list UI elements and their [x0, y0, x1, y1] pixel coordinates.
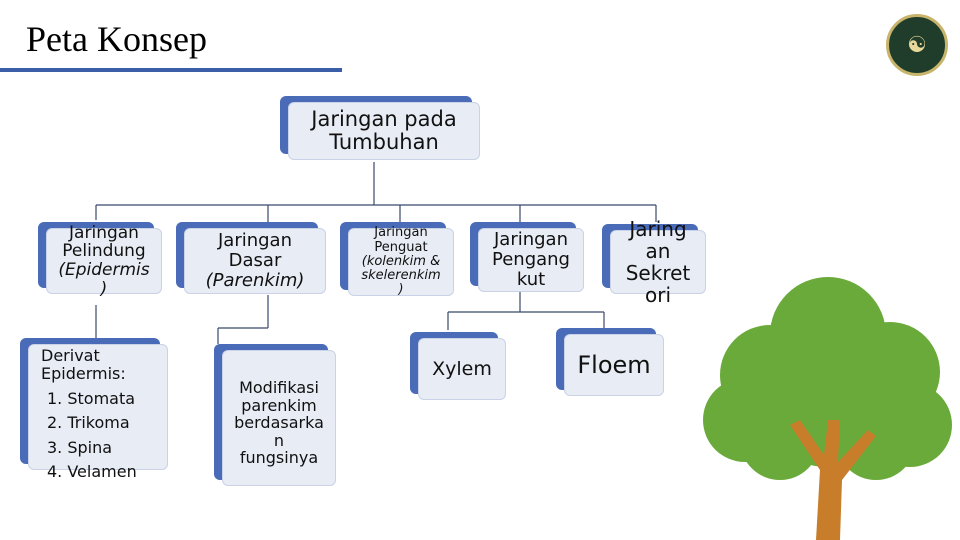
node-jaringan-pelindung: Jaringan Pelindung (Epidermis ) [46, 223, 162, 298]
derivat-item: 1. Stomata [47, 388, 136, 408]
derivat-item: 3. Spina [47, 437, 113, 457]
derivat-item: 4. Velamen [47, 461, 137, 481]
penguat-sublabel: (kolenkim & skelerenkim ) [361, 253, 441, 298]
title-underline [0, 68, 342, 72]
sekretori-label: Jaring an Sekret ori [625, 217, 691, 307]
penguat-label: Jaringan Penguat [374, 225, 428, 255]
pengangkut-label: Jaringan Pengang kut [492, 229, 570, 290]
node-jaringan-sekretori: Jaring an Sekret ori [610, 218, 706, 306]
institution-logo-icon: ☯ [886, 14, 948, 76]
node-jaringan-dasar: Jaringan Dasar (Parenkim) [184, 228, 326, 294]
node-modifikasi-parenkim: Modifikasi parenkim berdasarka n fungsin… [222, 350, 336, 486]
root-node-label: Jaringan pada Tumbuhan [311, 106, 457, 154]
node-jaringan-pengangkut: Jaringan Pengang kut [478, 228, 584, 292]
pelindung-label: Jaringan Pelindung [62, 222, 146, 262]
modifikasi-label: Modifikasi parenkim berdasarka n fungsin… [234, 378, 324, 468]
derivat-item: 2. Trikoma [47, 413, 130, 433]
floem-label: Floem [577, 350, 651, 379]
derivat-heading: Derivat Epidermis: [41, 346, 126, 384]
dasar-label: Jaringan Dasar [217, 230, 292, 272]
node-floem: Floem [564, 334, 664, 396]
node-derivat-epidermis: Derivat Epidermis: 1. Stomata 2. Trikoma… [28, 344, 168, 481]
node-xylem: Xylem [418, 338, 506, 400]
page-title: Peta Konsep [26, 19, 207, 59]
root-node: Jaringan pada Tumbuhan [288, 102, 480, 160]
xylem-label: Xylem [432, 357, 492, 380]
node-jaringan-penguat: Jaringan Penguat (kolenkim & skelerenkim… [348, 225, 454, 298]
dasar-sublabel: (Parenkim) [205, 269, 305, 291]
pelindung-sublabel: (Epidermis ) [58, 260, 150, 299]
